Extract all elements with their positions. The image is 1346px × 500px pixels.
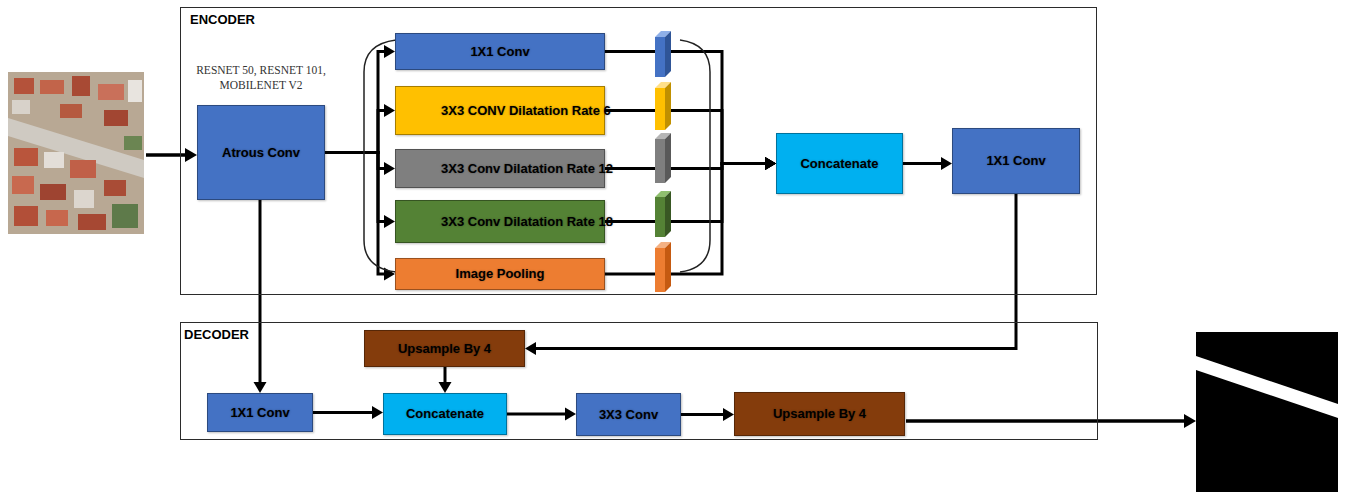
- box-label: 1X1 Conv: [986, 153, 1045, 169]
- flow-arrow: [325, 153, 395, 176]
- arrow-head: [941, 157, 952, 170]
- box-label: Image Pooling: [456, 266, 545, 282]
- arrow-head: [254, 382, 267, 393]
- connector-line: [444, 367, 447, 384]
- flow-arrow: [325, 45, 395, 153]
- conv-box: 1X1 Conv: [207, 393, 313, 432]
- arrow-head: [765, 157, 776, 170]
- arrow-head: [765, 157, 776, 170]
- input-arrow: [146, 148, 197, 162]
- flow-arrow: [605, 157, 776, 222]
- pooling-box: Image Pooling: [395, 258, 605, 290]
- box-label: Concatenate: [406, 406, 484, 422]
- flow-arrow: [681, 408, 734, 421]
- input-aerial-image: [8, 72, 144, 234]
- box-label: Upsample By 4: [773, 406, 866, 422]
- connector-line: [313, 411, 374, 414]
- connector-line: [259, 200, 262, 384]
- box-label: Atrous Conv: [222, 145, 300, 161]
- arrow-head: [384, 215, 395, 228]
- connector-line: [605, 111, 767, 164]
- arrow-head: [384, 104, 395, 117]
- arrow-head: [765, 157, 776, 170]
- arrow-head: [765, 157, 776, 170]
- atrous-conv-box: 3X3 Conv Dilatation Rate 12: [395, 149, 605, 188]
- concat-box: Concatenate: [776, 133, 903, 194]
- box-label: 1X1 Conv: [230, 405, 289, 421]
- connector-line: [534, 194, 1016, 349]
- connector-line: [605, 164, 767, 275]
- connector-line: [507, 413, 567, 416]
- connector-line: [681, 413, 725, 416]
- conv-box: 1X1 Conv: [952, 128, 1080, 194]
- connector-line: [605, 164, 767, 222]
- upsample-box: Upsample By 4: [364, 330, 525, 367]
- box-label: Concatenate: [800, 156, 878, 172]
- box-label: Upsample By 4: [398, 341, 491, 357]
- arrow-head: [525, 342, 536, 355]
- atrous-conv-box: 3X3 CONV Dilatation Rate 6: [395, 86, 605, 135]
- connector-line: [325, 52, 386, 153]
- arrow-head: [439, 382, 452, 393]
- connector-line: [903, 162, 943, 165]
- conv-box: 1X1 Conv: [395, 33, 605, 70]
- feature-slabs: [655, 31, 671, 292]
- output-arrow: [906, 414, 1196, 428]
- conv-box: 3X3 Conv: [576, 393, 681, 436]
- region-title: DECODER: [184, 327, 249, 342]
- flow-arrow: [313, 406, 383, 419]
- flow-arrow: [903, 157, 952, 170]
- output-mask: [1196, 332, 1338, 492]
- box-label: 1X1 Conv: [470, 44, 529, 60]
- right-bracket: [680, 40, 710, 272]
- concat-box: Concatenate: [383, 393, 507, 435]
- region-title: ENCODER: [190, 12, 255, 27]
- flow-arrow: [507, 408, 576, 421]
- box-label: 3X3 Conv Dilatation Rate 18: [441, 214, 559, 230]
- flow-arrow: [439, 367, 452, 393]
- upsample-box: Upsample By 4: [734, 392, 905, 436]
- flow-arrow: [254, 200, 267, 393]
- arrow-head: [723, 408, 734, 421]
- arrow-head: [765, 157, 776, 170]
- connector-line: [325, 111, 386, 153]
- encoder-region: ENCODER RESNET 50, RESNET 101, MOBILENET …: [180, 7, 1097, 295]
- backbone-label: RESNET 50, RESNET 101, MOBILENET V2: [196, 63, 326, 94]
- arrow-head: [384, 45, 395, 58]
- arrow-head: [565, 408, 576, 421]
- decoder-region: DECODER Upsample By 4 1X1 Conv Concatenate 3…: [180, 322, 1098, 440]
- connector-line: [605, 52, 767, 164]
- box-label: 3X3 Conv: [599, 407, 658, 423]
- atrous-conv-box: 3X3 Conv Dilatation Rate 18: [395, 200, 605, 243]
- arrow-head: [372, 406, 383, 419]
- flow-arrow: [325, 153, 395, 281]
- box-label: 3X3 CONV Dilatation Rate 6: [441, 103, 559, 119]
- flow-arrow: [605, 111, 776, 171]
- flow-arrow: [325, 153, 395, 229]
- arrow-head: [384, 162, 395, 175]
- flow-arrow: [605, 52, 776, 171]
- flow-arrow: [605, 157, 776, 274]
- left-bracket: [364, 40, 396, 272]
- backbone-box: RESNET 50, RESNET 101, MOBILENET V2Atrou…: [197, 105, 325, 200]
- box-label: 3X3 Conv Dilatation Rate 12: [441, 161, 559, 177]
- connector-line: [325, 153, 386, 275]
- flow-arrow: [325, 104, 395, 153]
